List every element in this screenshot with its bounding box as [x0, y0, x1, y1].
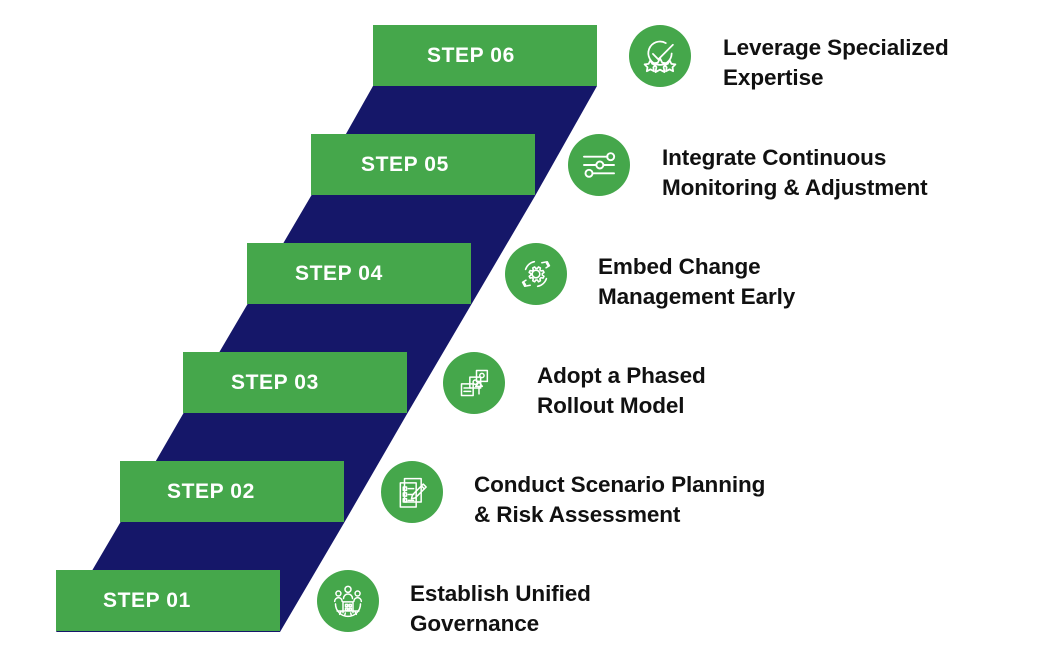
phased-rollout-stack-icon	[443, 352, 505, 414]
step-title-4: Embed Change Management Early	[598, 254, 796, 309]
step-bar-label-5: STEP 05	[361, 153, 449, 176]
step-bar-label-2: STEP 02	[167, 480, 255, 503]
step-bar-label-1: STEP 01	[103, 589, 191, 612]
sliders-settings-icon	[568, 134, 630, 196]
step-title-6: Leverage Specialized Expertise	[723, 35, 949, 90]
fold-connector-2-1	[56, 523, 344, 632]
checklist-pencil-icon	[381, 461, 443, 523]
step-bar-label-4: STEP 04	[295, 262, 383, 285]
fold-connector-5-4	[247, 196, 535, 305]
step-title-3: Adopt a Phased Rollout Model	[537, 363, 706, 418]
fold-connector-6-5	[311, 86, 597, 196]
step-bar-label-6: STEP 06	[427, 44, 515, 67]
fold-connector-4-3	[183, 305, 471, 414]
step-title-2: Conduct Scenario Planning & Risk Assessm…	[474, 472, 766, 527]
fold-connector-3-2	[120, 414, 407, 523]
hands-gear-change-icon	[505, 243, 567, 305]
governance-people-gear-icon	[317, 570, 379, 632]
badge-check-stars-icon	[629, 25, 691, 87]
step-title-1: Establish Unified Governance	[410, 581, 591, 636]
step-bar-label-3: STEP 03	[231, 371, 319, 394]
step-title-5: Integrate Continuous Monitoring & Adjust…	[662, 145, 928, 200]
